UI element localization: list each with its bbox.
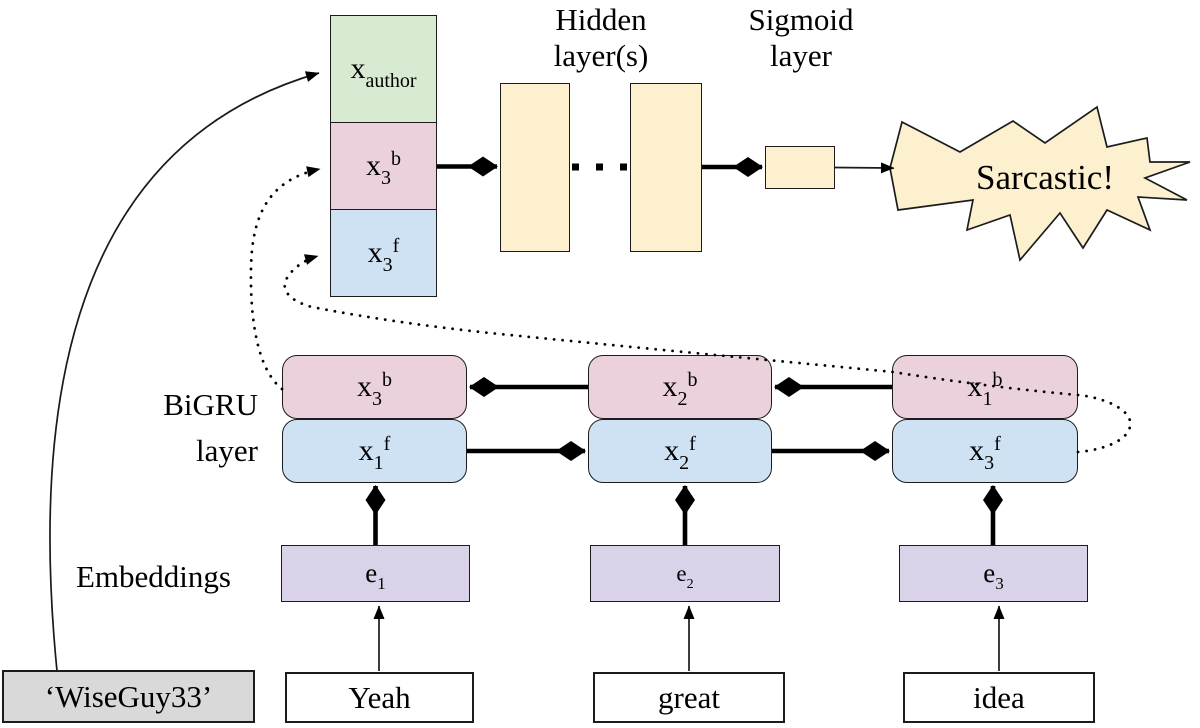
bigru-forward-cell-3: x3f [892, 419, 1078, 483]
sigmoid-layer-box [765, 146, 835, 189]
author-embedding-cell-label: xauthor [350, 52, 417, 92]
stack-forward-state-cell: x3f [330, 209, 437, 297]
author-embedding-cell: xauthor [330, 15, 437, 123]
arrow-sigmoid-to-output [834, 162, 895, 174]
stack-forward-state-label: x3f [367, 235, 400, 276]
word-input-box-2: great [593, 672, 785, 723]
hidden-layer-box-2 [630, 83, 702, 252]
word-input-label-1: Yeah [348, 679, 411, 715]
bigru-backward-cell-3: x1b [892, 355, 1078, 419]
embedding-cell-2: e2 [590, 545, 780, 602]
stack-backward-state-cell: x3b [330, 122, 437, 210]
bigru-forward-cell-1-label: x1f [358, 433, 391, 474]
bigru-forward-cell-2-label: x2f [664, 433, 696, 474]
author-input-label: ‘WiseGuy33’ [44, 678, 213, 714]
bigru-backward-cell-2-label: x2b [662, 369, 698, 410]
bigru-forward-cell-3-label: x3f [969, 433, 1001, 474]
sigmoid-layer-label: Sigmoid layer [748, 2, 854, 73]
word-input-label-2: great [658, 679, 720, 715]
bigru-backward-cell-2: x2b [588, 355, 772, 419]
embeddings-label: Embeddings [76, 559, 231, 594]
bigru-backward-cell-3-label: x1b [967, 369, 1003, 410]
word-input-box-3: idea [903, 672, 1095, 723]
embedding-cell-3-label: e3 [983, 558, 1004, 593]
embedding-cell-3: e3 [899, 545, 1088, 602]
embedding-cell-1-label: e1 [365, 558, 386, 593]
word-input-label-3: idea [973, 679, 1025, 715]
bigru-forward-cell-1: x1f [282, 419, 467, 483]
output-label: Sarcastic! [976, 158, 1114, 197]
stack-backward-state-label: x3b [366, 148, 401, 189]
bigru-backward-cell-1: x3b [282, 355, 467, 419]
embedding-cell-2-label: e2 [676, 561, 694, 592]
author-input-box: ‘WiseGuy33’ [2, 670, 255, 723]
hidden-layers-label: Hidden layer(s) [553, 2, 649, 73]
bigru-forward-cell-2: x2f [588, 419, 772, 483]
embedding-cell-1: e1 [281, 545, 470, 602]
word-input-box-1: Yeah [285, 672, 474, 723]
bigru-backward-cell-1-label: x3b [357, 369, 392, 410]
hidden-layer-box-1 [500, 83, 570, 252]
bigru-layer-label: BiGRU layer [163, 387, 258, 468]
